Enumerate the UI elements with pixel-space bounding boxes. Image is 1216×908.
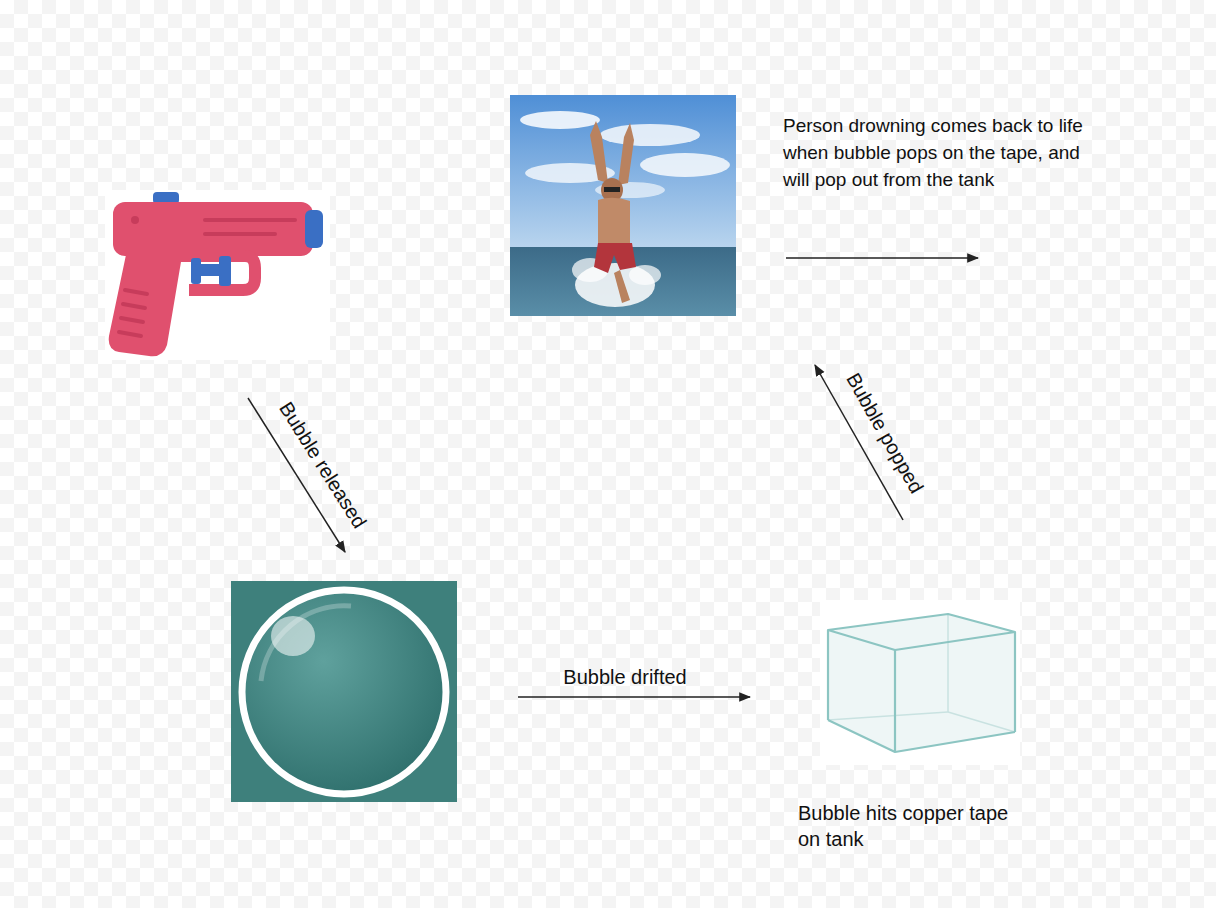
picture-node <box>105 190 330 360</box>
picture-node <box>231 581 457 802</box>
edge-label: Bubble drifted <box>563 665 686 689</box>
note-arrow <box>786 257 978 259</box>
picture-node <box>510 95 736 316</box>
glass-tank-icon <box>820 600 1020 765</box>
node-caption: Bubble hits copper tape on tank <box>798 800 1020 852</box>
flow-arrow <box>518 696 750 698</box>
note-text: Person drowning comes back to life when … <box>783 112 1093 193</box>
bubble-icon <box>231 581 457 802</box>
edge-label: Bubble released <box>274 397 371 532</box>
edge-label: Bubble popped <box>841 368 928 497</box>
water-gun-icon <box>105 190 330 360</box>
swimmer-photo <box>510 95 736 316</box>
picture-node: Bubble hits copper tape on tank <box>798 600 1026 856</box>
